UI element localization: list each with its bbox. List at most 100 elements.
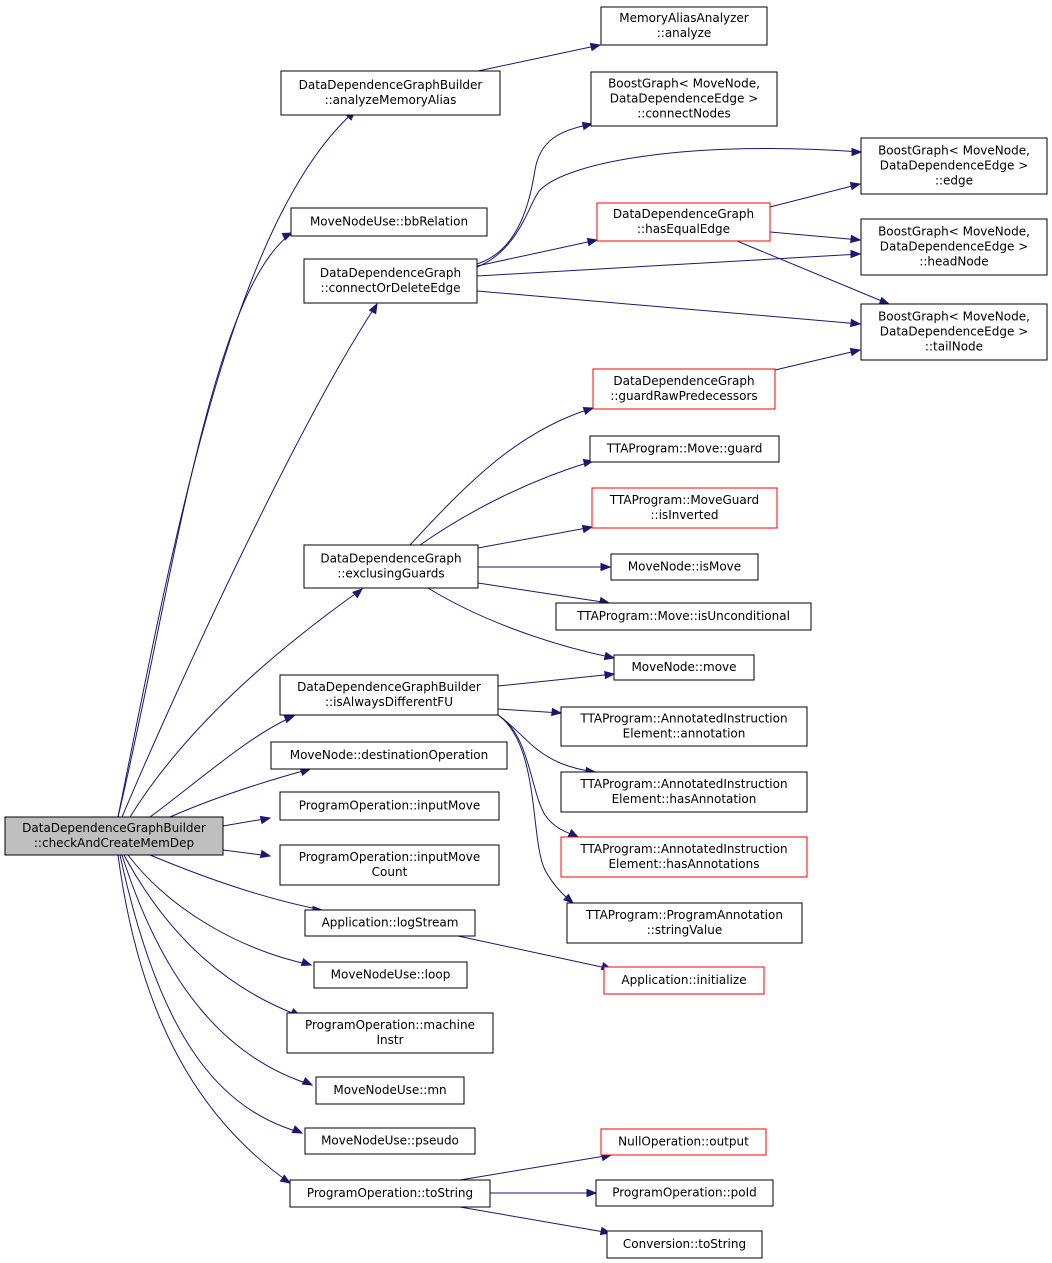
node-box [860, 137, 1048, 195]
node-tta-move-guard[interactable]: TTAProgram::Move::guard [589, 435, 780, 463]
node-label-line: DataDependenceGraph [613, 374, 754, 388]
node-mnu-pseudo[interactable]: MoveNodeUse::pseudo [304, 1127, 476, 1155]
arrowhead [589, 42, 602, 52]
node-label-line: ::edge [935, 174, 973, 188]
node-ddg-cod[interactable]: DataDependenceGraph::connectOrDeleteEdge [303, 258, 478, 304]
node-root[interactable]: DataDependenceGraphBuilder::checkAndCrea… [4, 816, 224, 856]
node-bg-head[interactable]: BoostGraph< MoveNode,DataDependenceEdge … [860, 218, 1048, 276]
edge-line [123, 854, 301, 1017]
node-label-line: TTAProgram::Move::isUnconditional [576, 609, 790, 623]
node-label-line: ProgramOperation::inputMove [299, 850, 480, 864]
node-label-line: Application::logStream [322, 916, 459, 930]
edge-line [497, 714, 596, 773]
node-box [280, 70, 501, 116]
node-box [279, 791, 500, 821]
node-box [289, 1179, 491, 1208]
edge-root-to-po_inputmove [222, 815, 272, 827]
arrowhead [849, 347, 862, 357]
node-label-line: ::isInverted [651, 508, 719, 522]
node-tta-aie-ann[interactable]: TTAProgram::AnnotatedInstructionElement:… [560, 706, 808, 747]
node-box [4, 816, 224, 856]
node-label-line: MoveNode::move [631, 660, 736, 674]
node-tta-aie-hass[interactable]: TTAProgram::AnnotatedInstructionElement:… [560, 836, 808, 878]
edge-line [119, 854, 303, 1134]
edge-line [459, 1206, 611, 1234]
arrowhead [291, 1125, 304, 1134]
node-label-line: DataDependenceEdge > [880, 325, 1029, 339]
node-tta-aie-has[interactable]: TTAProgram::AnnotatedInstructionElement:… [560, 771, 808, 813]
node-app-init[interactable]: Application::initialize [603, 966, 765, 995]
node-box [279, 674, 499, 716]
edge-ddg_grp-to-bg_tail [774, 347, 862, 371]
node-conv-tostring[interactable]: Conversion::toString [606, 1230, 763, 1259]
node-ddg-eg[interactable]: DataDependenceGraph::exclusingGuards [303, 544, 479, 589]
node-mn-move[interactable]: MoveNode::move [613, 654, 755, 681]
node-label-line: NullOperation::output [618, 1135, 749, 1149]
node-box [270, 741, 508, 770]
edge-line [427, 587, 615, 659]
arrowhead [851, 147, 863, 157]
edge-line [169, 768, 311, 818]
node-mn-destop[interactable]: MoveNode::destinationOperation [270, 741, 508, 770]
edge-ddg_hee-to-bg_edge [769, 181, 862, 208]
edge-root-to-po_tostring [117, 854, 292, 1184]
arrowhead [352, 588, 364, 599]
node-ddg-hee[interactable]: DataDependenceGraph::hasEqualEdge [596, 202, 771, 242]
node-ddgb-adfu[interactable]: DataDependenceGraphBuilder::isAlwaysDiff… [279, 674, 499, 716]
edge-ddg_eg-to-mn_ismove [478, 562, 612, 572]
node-nullop-output[interactable]: NullOperation::output [600, 1128, 767, 1156]
arrowhead [600, 562, 612, 572]
node-label-line: MoveNodeUse::bbRelation [310, 215, 468, 229]
node-mnu-bb[interactable]: MoveNodeUse::bbRelation [290, 207, 488, 237]
node-box [610, 553, 759, 581]
node-po-inputmove[interactable]: ProgramOperation::inputMove [279, 791, 500, 821]
node-label-line: MoveNodeUse::pseudo [321, 1134, 459, 1148]
node-app-log[interactable]: Application::logStream [304, 909, 476, 937]
edge-line [477, 582, 610, 604]
edge-ddg_hee-to-bg_head [769, 231, 862, 244]
node-mn-ismove[interactable]: MoveNode::isMove [610, 553, 759, 581]
edge-ddg_eg-to-mn_move [427, 587, 616, 661]
node-tta-move-uncond[interactable]: TTAProgram::Move::isUnconditional [555, 602, 812, 631]
arrowhead [586, 237, 599, 247]
edge-line [149, 854, 323, 911]
edge-line [121, 303, 378, 818]
node-mnu-mn[interactable]: MoveNodeUse::mn [315, 1076, 465, 1105]
edge-line [497, 708, 562, 714]
node-label-line: DataDependenceGraph [320, 266, 461, 280]
edge-line [769, 183, 861, 208]
node-bg-tail[interactable]: BoostGraph< MoveNode,DataDependenceEdge … [860, 303, 1048, 361]
node-box [600, 6, 768, 46]
edge-line [736, 240, 890, 305]
arrowhead [301, 1076, 314, 1086]
node-bg-edge[interactable]: BoostGraph< MoveNode,DataDependenceEdge … [860, 137, 1048, 195]
node-label-line: DataDependenceEdge > [880, 159, 1029, 173]
node-po-poid[interactable]: ProgramOperation::poId [595, 1179, 774, 1207]
node-maa-analyze[interactable]: MemoryAliasAnalyzer::analyze [600, 6, 768, 46]
node-box [595, 1179, 774, 1207]
node-po-tostring[interactable]: ProgramOperation::toString [289, 1179, 491, 1208]
node-label-line: TTAProgram::Move::guard [606, 442, 763, 456]
node-label-line: Instr [376, 1033, 403, 1047]
node-box [560, 771, 808, 813]
node-mnu-loop[interactable]: MoveNodeUse::loop [313, 961, 468, 989]
node-label-line: DataDependenceEdge > [610, 92, 759, 106]
edge-line [477, 526, 593, 549]
node-label-line: Element::annotation [623, 727, 746, 741]
node-bg-connect[interactable]: BoostGraph< MoveNode,DataDependenceEdge … [590, 71, 778, 127]
edge-ddg_eg-to-tta_mg_inv [477, 524, 594, 549]
arrowhead [878, 296, 891, 305]
node-label-line: ProgramOperation::poId [612, 1186, 757, 1200]
arrowhead [567, 828, 580, 838]
node-tta-mg-inv[interactable]: TTAProgram::MoveGuard::isInverted [591, 487, 778, 529]
node-ddg-grp[interactable]: DataDependenceGraph::guardRawPredecessor… [592, 368, 776, 410]
node-box [290, 207, 488, 237]
arrowhead [259, 815, 272, 825]
node-tta-pa-sv[interactable]: TTAProgram::ProgramAnnotation::stringVal… [566, 902, 803, 944]
node-label-line: ::connectOrDeleteEdge [321, 281, 461, 295]
node-ddgb-ama[interactable]: DataDependenceGraphBuilder::analyzeMemor… [280, 70, 501, 116]
node-label-line: TTAProgram::MoveGuard [609, 493, 759, 507]
node-box [860, 303, 1048, 361]
